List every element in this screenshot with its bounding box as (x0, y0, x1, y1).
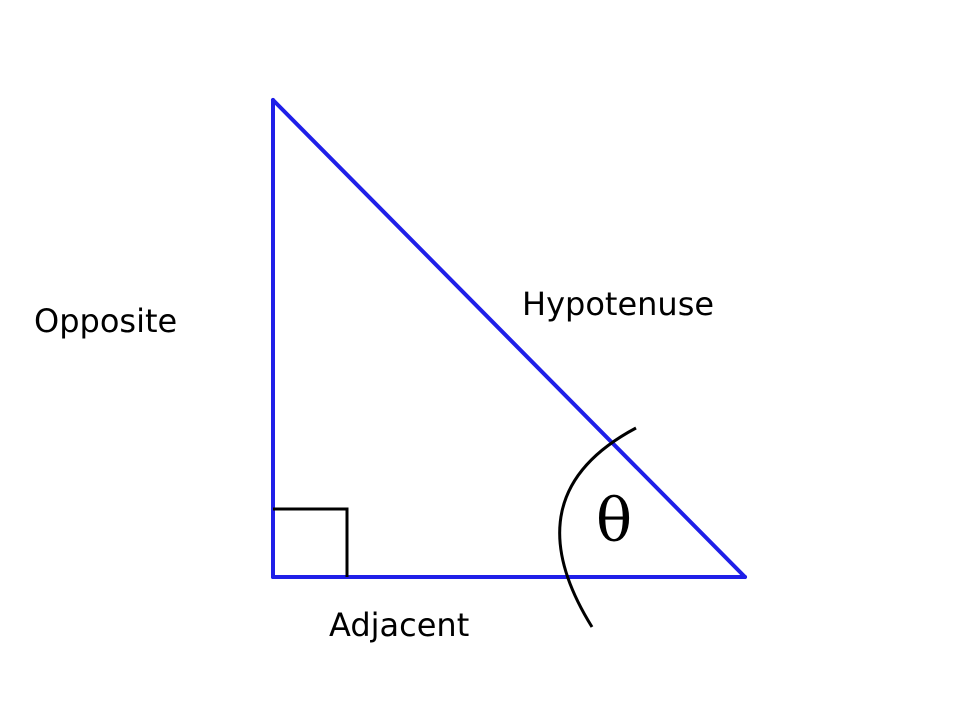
opposite-label: Opposite (34, 302, 178, 340)
adjacent-label: Adjacent (329, 606, 470, 644)
hypotenuse-label: Hypotenuse (522, 285, 715, 323)
angle-arc (558, 426, 637, 628)
right-angle-marker (273, 507, 349, 577)
hypotenuse-side (271, 98, 747, 579)
theta-symbol: θ (596, 486, 633, 556)
